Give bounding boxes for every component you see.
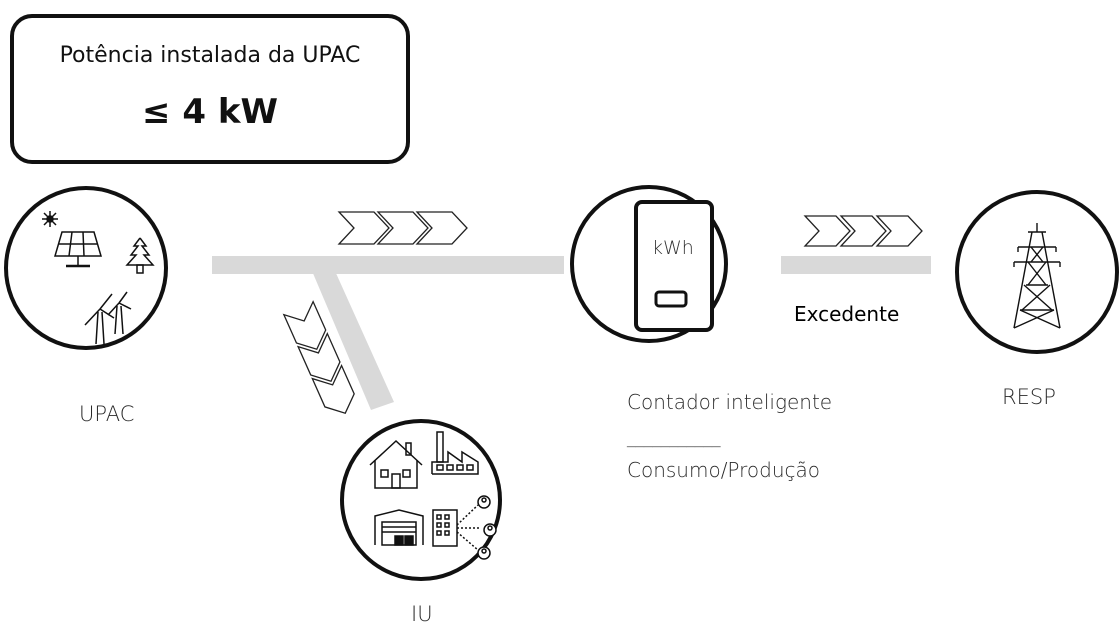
- warehouse-icon: [374, 509, 424, 546]
- installed-power-title: Potência instalada da UPAC: [59, 43, 361, 68]
- wind-turbine-icon: [84, 291, 132, 345]
- iu-label: IU: [411, 602, 433, 626]
- tree-icon: [125, 237, 155, 274]
- meter-label: Contador inteligente: [627, 390, 833, 414]
- office-building-icon: [432, 504, 480, 551]
- sun-icon: [42, 211, 58, 227]
- iu-node: [340, 419, 502, 581]
- chevron-arrow-icon: [337, 211, 468, 245]
- solar-panel-icon: [54, 231, 102, 268]
- meter-node: [570, 185, 728, 343]
- resp-label: RESP: [1002, 385, 1056, 409]
- excess-chevron-arrow-icon: [803, 215, 923, 247]
- upac-node: [4, 186, 168, 350]
- smart-meter-icon: [634, 200, 714, 332]
- person-icon: [477, 495, 497, 560]
- installed-power-box: Potência instalada da UPAC ≤ 4 kW: [10, 14, 410, 164]
- branch-flow-line: [312, 271, 394, 410]
- meter-sub-label: Consumo/Produção: [627, 458, 821, 482]
- house-icon: [369, 439, 423, 489]
- excess-flow-line: [781, 256, 931, 274]
- main-flow-line: [212, 256, 564, 274]
- installed-power-value: ≤ 4 kW: [142, 92, 278, 132]
- factory-icon: [431, 431, 479, 475]
- upac-label: UPAC: [79, 402, 135, 426]
- resp-node: [955, 190, 1119, 354]
- excess-label: Excedente: [794, 302, 900, 326]
- meter-display: [654, 290, 688, 308]
- meter-screen-text: kWh: [652, 237, 694, 259]
- transmission-tower-icon: [1013, 223, 1061, 329]
- branch-chevron-arrow-icon: [282, 300, 355, 414]
- flow-lines: [212, 256, 931, 410]
- meter-divider: ___________: [627, 428, 721, 448]
